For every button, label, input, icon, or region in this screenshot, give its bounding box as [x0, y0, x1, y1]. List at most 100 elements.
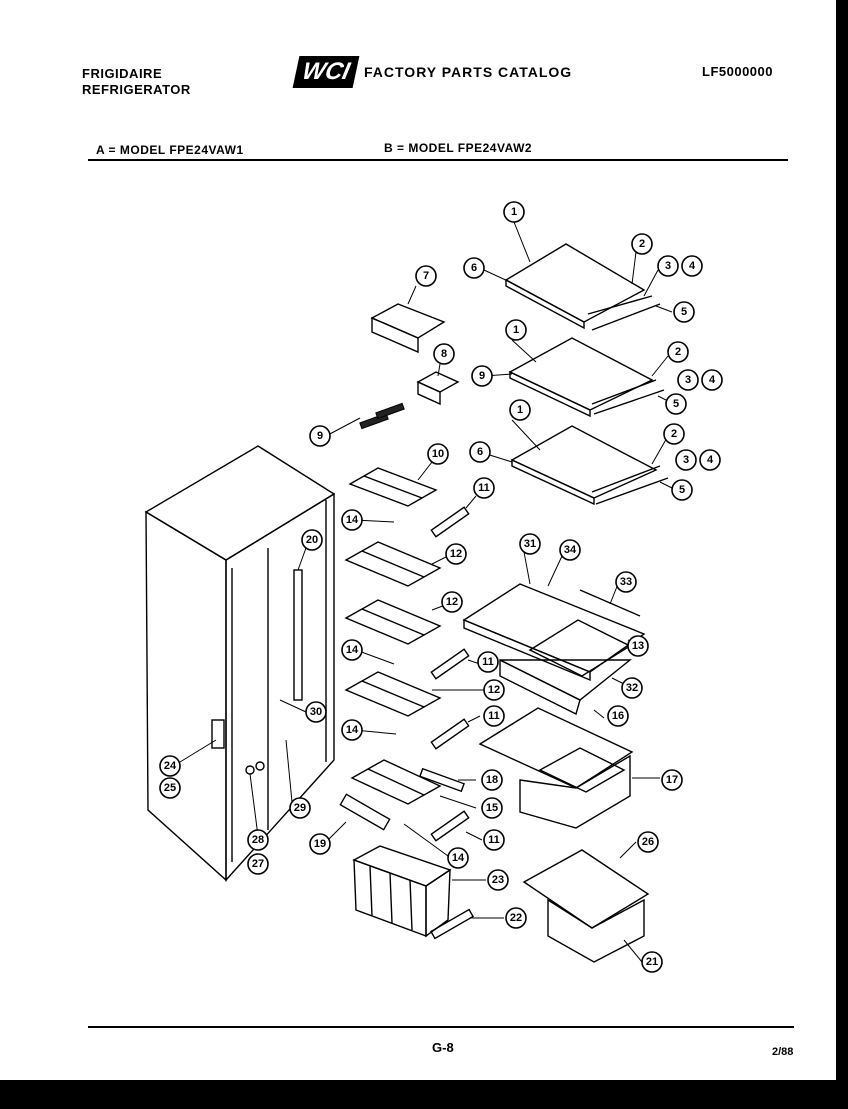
callout-25: 25 — [159, 777, 181, 799]
callout-label: 13 — [632, 640, 644, 652]
shelf-bracket-11d — [430, 810, 470, 842]
callout-14: 14 — [341, 509, 363, 531]
callout-label: 14 — [346, 514, 359, 526]
callout-9: 9 — [309, 425, 331, 447]
callout-3: 3 — [677, 369, 699, 391]
callout-12: 12 — [441, 591, 463, 613]
shelf-bracket-16 — [419, 767, 465, 793]
callout-label: 16 — [612, 710, 624, 722]
page-number: G-8 — [432, 1040, 454, 1055]
callout-label: 9 — [479, 370, 485, 382]
revision-date: 2/88 — [772, 1046, 794, 1058]
callout-label: 3 — [683, 454, 689, 466]
callout-label: 14 — [452, 852, 465, 864]
callout-30: 30 — [305, 701, 327, 723]
catalog-title: FACTORY PARTS CATALOG — [364, 64, 573, 80]
callout-label: 32 — [626, 682, 638, 694]
wire-shelf-12c — [344, 671, 442, 717]
callout-label: 1 — [513, 324, 519, 336]
callout-7: 7 — [415, 265, 437, 287]
model-b: B = MODEL FPE24VAW2 — [384, 141, 533, 155]
callout-label: 23 — [492, 874, 504, 886]
callout-16: 16 — [607, 705, 629, 727]
callout-label: 12 — [488, 684, 500, 696]
callout-label: 17 — [666, 774, 678, 786]
callout-4: 4 — [681, 255, 703, 277]
bracket-22 — [429, 908, 475, 940]
callout-11: 11 — [477, 651, 499, 673]
callout-23: 23 — [487, 869, 509, 891]
callout-label: 12 — [446, 596, 458, 608]
callout-label: 2 — [671, 428, 677, 440]
callout-5: 5 — [671, 479, 693, 501]
callout-label: 22 — [510, 912, 522, 924]
product-type: REFRIGERATOR — [82, 82, 191, 97]
shelf-bracket-11b — [430, 648, 470, 680]
catalog-code: LF5000000 — [702, 64, 773, 79]
callout-21: 21 — [641, 951, 663, 973]
callout-3: 3 — [657, 255, 679, 277]
callout-22: 22 — [505, 907, 527, 929]
callout-label: 18 — [486, 774, 498, 786]
callout-18: 18 — [481, 769, 503, 791]
wire-shelf-10 — [348, 467, 438, 507]
callout-label: 8 — [441, 348, 447, 360]
callout-11: 11 — [473, 477, 495, 499]
leader-lines — [179, 221, 675, 963]
callout-label: 30 — [310, 706, 322, 718]
callout-label: 11 — [488, 710, 500, 722]
callout-label: 11 — [488, 834, 500, 846]
callout-label: 5 — [679, 484, 685, 496]
glass-shelf-3 — [510, 425, 669, 506]
callout-2: 2 — [631, 233, 653, 255]
ice-tray-bin — [370, 303, 446, 354]
callout-11: 11 — [483, 829, 505, 851]
callout-label: 6 — [471, 262, 477, 274]
callout-12: 12 — [483, 679, 505, 701]
wire-shelf-12b — [344, 599, 442, 645]
callout-label: 21 — [646, 956, 658, 968]
callout-label: 5 — [673, 398, 679, 410]
callout-27: 27 — [247, 853, 269, 875]
callout-label: 31 — [524, 538, 536, 550]
callout-label: 10 — [432, 448, 444, 460]
callout-label: 3 — [665, 260, 671, 272]
callout-label: 12 — [450, 548, 462, 560]
callout-label: 1 — [511, 206, 517, 218]
callout-4: 4 — [701, 369, 723, 391]
header-rule — [88, 159, 788, 161]
callout-label: 14 — [346, 644, 359, 656]
callout-label: 19 — [314, 838, 326, 850]
callout-label: 20 — [306, 534, 318, 546]
callout-label: 5 — [681, 306, 687, 318]
glass-shelf-1 — [504, 243, 661, 331]
callout-label: 26 — [642, 836, 654, 848]
callout-label: 25 — [164, 782, 176, 794]
model-a: A = MODEL FPE24VAW1 — [96, 143, 244, 157]
callout-label: 4 — [689, 260, 696, 272]
shelf-bracket-11c — [430, 718, 470, 750]
callout-1: 1 — [505, 319, 527, 341]
callout-31: 31 — [519, 533, 541, 555]
callout-label: 27 — [252, 858, 264, 870]
refrigerator-cabinet — [144, 445, 336, 882]
callout-6: 6 — [463, 257, 485, 279]
callout-14: 14 — [447, 847, 469, 869]
crisper-drawer-32 — [499, 658, 632, 716]
callout-label: 29 — [294, 802, 306, 814]
callout-6: 6 — [469, 441, 491, 463]
callout-1: 1 — [509, 399, 531, 421]
callout-label: 14 — [346, 724, 359, 736]
brand-name: FRIGIDAIRE — [82, 66, 163, 81]
meat-keeper-assembly — [478, 707, 634, 829]
callout-label: 28 — [252, 834, 264, 846]
scan-edge-bottom — [0, 1080, 848, 1109]
callout-8: 8 — [433, 343, 455, 365]
callout-20: 20 — [301, 529, 323, 551]
callout-9: 9 — [471, 365, 493, 387]
callout-14: 14 — [341, 639, 363, 661]
wire-basket-23 — [352, 845, 452, 938]
callout-28: 28 — [247, 829, 269, 851]
callout-5: 5 — [665, 393, 687, 415]
